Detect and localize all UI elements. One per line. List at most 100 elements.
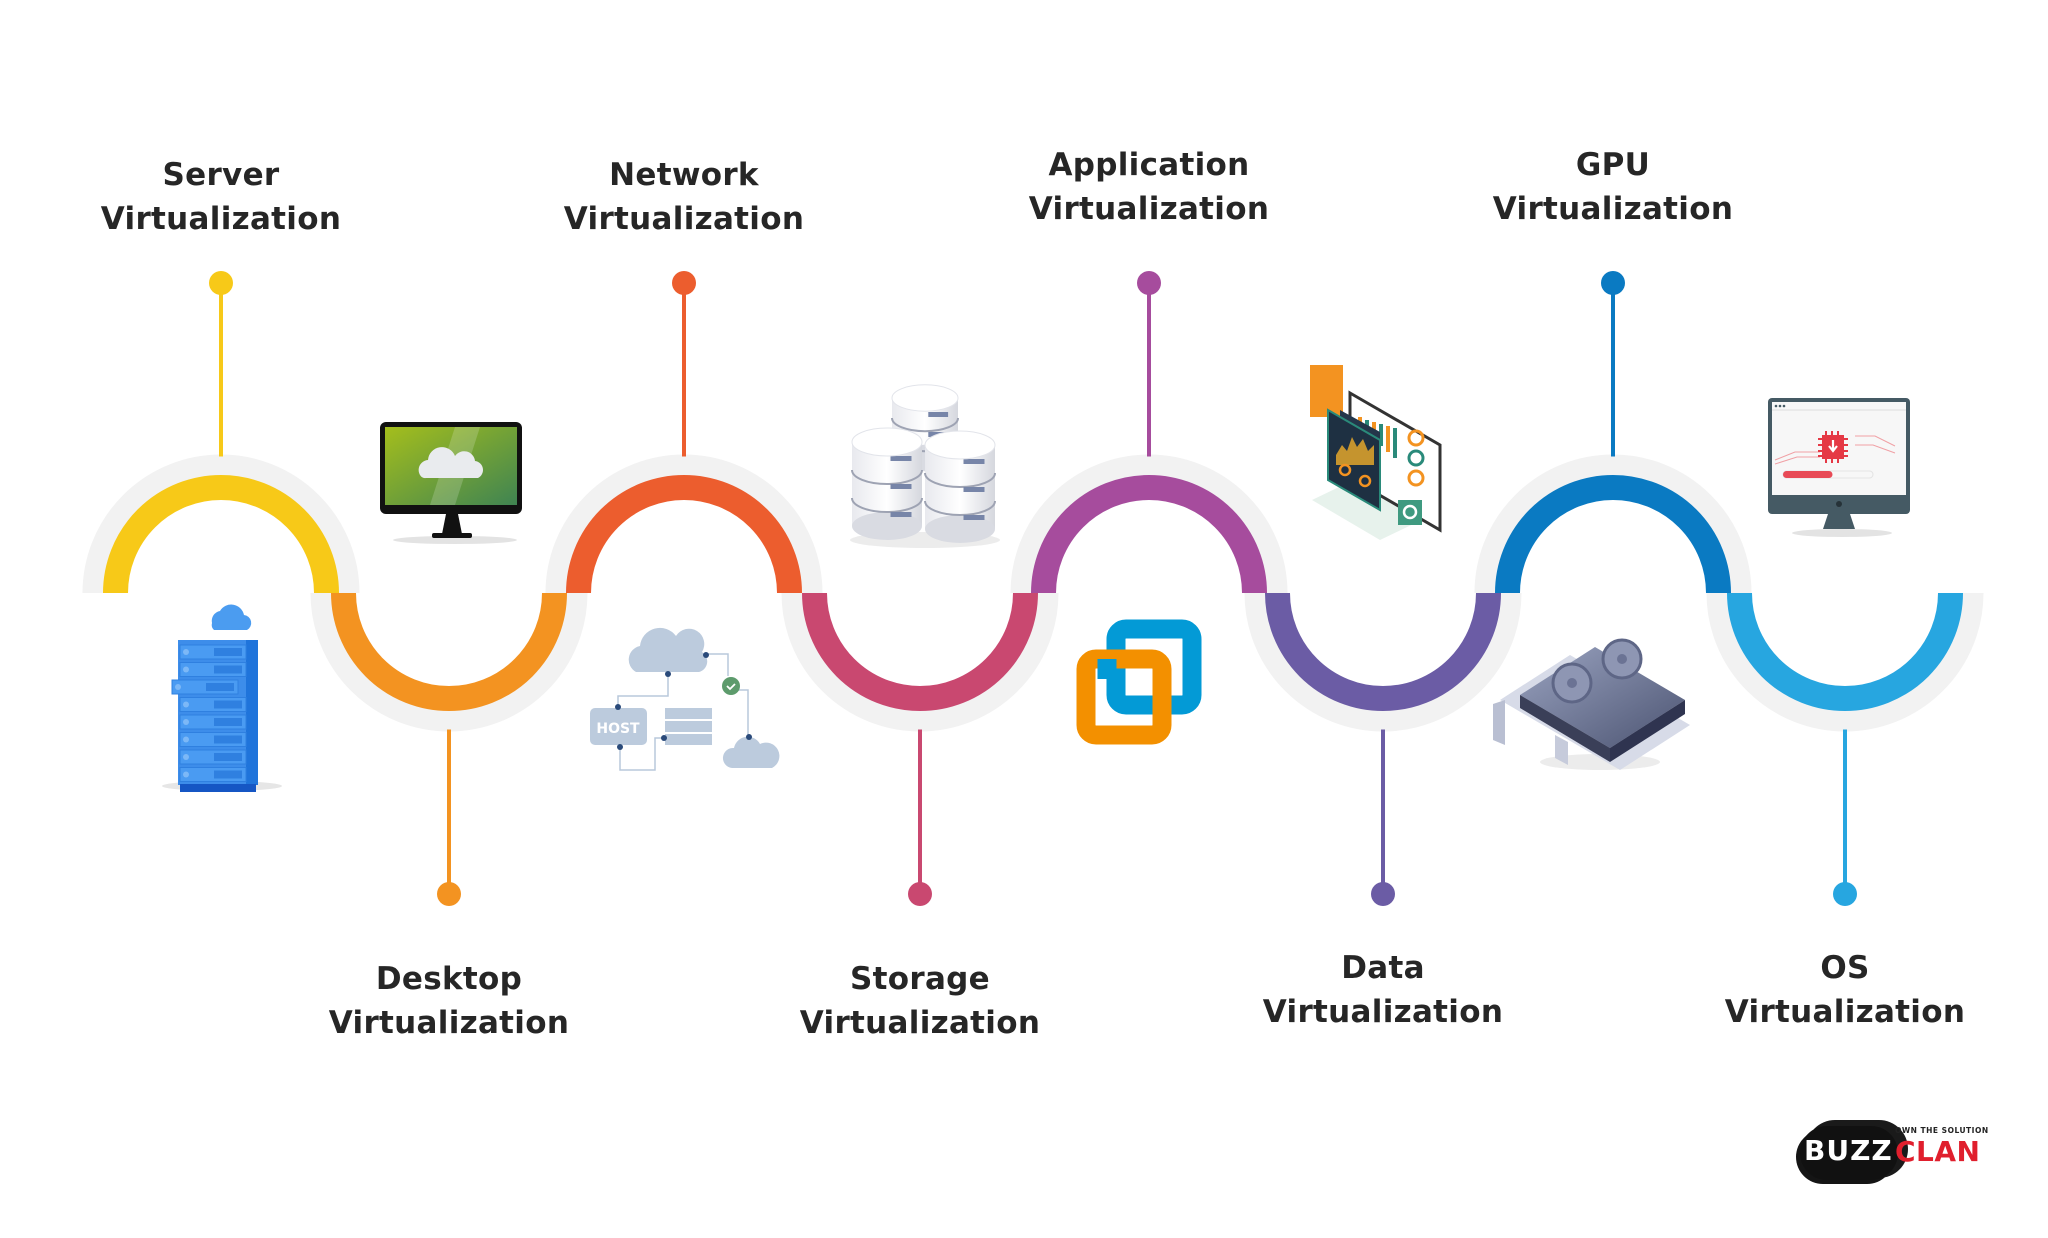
logo-tagline: OWN THE SOLUTION [1895,1126,1989,1135]
cylinder-label [890,456,912,461]
cylinder-ring [891,417,959,433]
rack-slot-panel [214,735,242,744]
label-data: Data Virtualization [1223,946,1543,1034]
rack-slot-panel [214,718,242,726]
cylinder-top [924,430,996,460]
cylinder-bottom [852,512,922,540]
dot-storage [908,882,932,906]
label-line2: Virtualization [563,201,805,237]
label-line2: Virtualization [328,1005,570,1041]
cylinder-label [890,512,912,517]
rack-slot-led [183,771,189,778]
dot-server [209,271,233,295]
arc-halos [82,454,1984,732]
os-monitor-chip-icon [1768,398,1910,537]
arc-storage [802,592,1038,711]
arc-server [103,475,339,594]
dot-network [672,271,696,295]
label-line2: Virtualization [1724,994,1966,1030]
label-server: Server Virtualization [61,153,381,241]
label-line1: Storage [850,961,990,997]
cylinder-ring [924,472,996,488]
label-os: OS Virtualization [1685,946,2005,1034]
dot-gpu [1601,271,1625,295]
data-dashboard-icon [1310,365,1442,540]
cylinder-top [891,384,959,412]
arc-halo-network [545,454,823,594]
logo-brand-right: CLAN [1895,1135,1981,1168]
arc-halo-data [1244,592,1522,732]
label-line2: Virtualization [799,1005,1041,1041]
label-line1: Desktop [375,961,523,997]
rack-slot-panel [214,665,242,674]
arc-os [1727,592,1963,711]
label-desktop: Desktop Virtualization [289,957,609,1045]
dot-desktop [437,882,461,906]
arc-data [1265,592,1501,711]
label-line1: GPU [1575,147,1651,183]
rack-slot-led [183,736,189,743]
rack-slot-led [183,719,189,725]
gpu-card-icon [1493,638,1690,770]
host-label: HOST [596,721,640,737]
arc-halo-gpu [1474,454,1752,594]
cylinder-label [890,484,912,489]
dot-data [1371,882,1395,906]
rack-slot-panel [214,648,242,656]
arc-halo-os [1706,592,1984,732]
cylinder-label [928,412,949,417]
arc-halo-storage [781,592,1059,732]
cylinder-top [851,427,923,457]
rack-slot-led [183,754,189,760]
network-host-diagram-icon: HOST [590,627,780,771]
label-application: Application Virtualization [989,143,1309,231]
arc-halo-desktop [310,592,588,732]
buzzclan-logo: BUZZ OWN THE SOLUTION CLAN [1800,1120,1990,1186]
label-line2: Virtualization [100,201,342,237]
rack-slot-panel [206,683,234,691]
cylinder-bottom [925,515,995,543]
logo-brand-left: BUZZ [1804,1134,1893,1167]
overlapping-squares-icon [1076,619,1202,745]
dot-application [1137,271,1161,295]
stems [209,271,1857,906]
arc-application [1031,475,1267,594]
cylinder-ring [924,500,996,516]
server-rack-cloud-icon [162,604,282,792]
arc-halo-application [1010,454,1288,594]
rack-slot-led [183,666,189,673]
rack-slot-panel [214,700,242,709]
cylinder-label [963,515,985,520]
rack-slot-led [175,684,181,690]
rack-slot-panel [214,770,242,779]
arc-desktop [331,592,567,711]
arc-network [566,475,802,594]
label-line1: Server [162,157,280,193]
desktop-monitor-cloud-icon [380,422,522,544]
label-storage: Storage Virtualization [760,957,1080,1045]
logo-cloud-icon [1800,1126,1898,1180]
rack-slot-led [183,701,189,708]
storage-cylinders-icon [850,384,1000,548]
dot-os [1833,882,1857,906]
cylinder-label [963,487,985,492]
arc-halo-server [82,454,360,594]
os-progress-fill [1783,471,1833,478]
cylinder-ring [851,469,923,485]
rack-slot-led [183,649,189,655]
arcs [103,475,1963,711]
label-line2: Virtualization [1262,994,1504,1030]
arc-gpu [1495,475,1731,594]
rack-slot-panel [214,753,242,761]
label-line1: Application [1048,147,1250,183]
rack-slots [171,644,247,782]
label-line1: OS [1820,950,1870,986]
label-line1: Network [609,157,759,193]
label-line1: Data [1341,950,1425,986]
label-gpu: GPU Virtualization [1453,143,1773,231]
label-line2: Virtualization [1028,191,1270,227]
label-line2: Virtualization [1492,191,1734,227]
cylinder-ring [851,497,923,513]
cylinder-label [963,459,985,464]
